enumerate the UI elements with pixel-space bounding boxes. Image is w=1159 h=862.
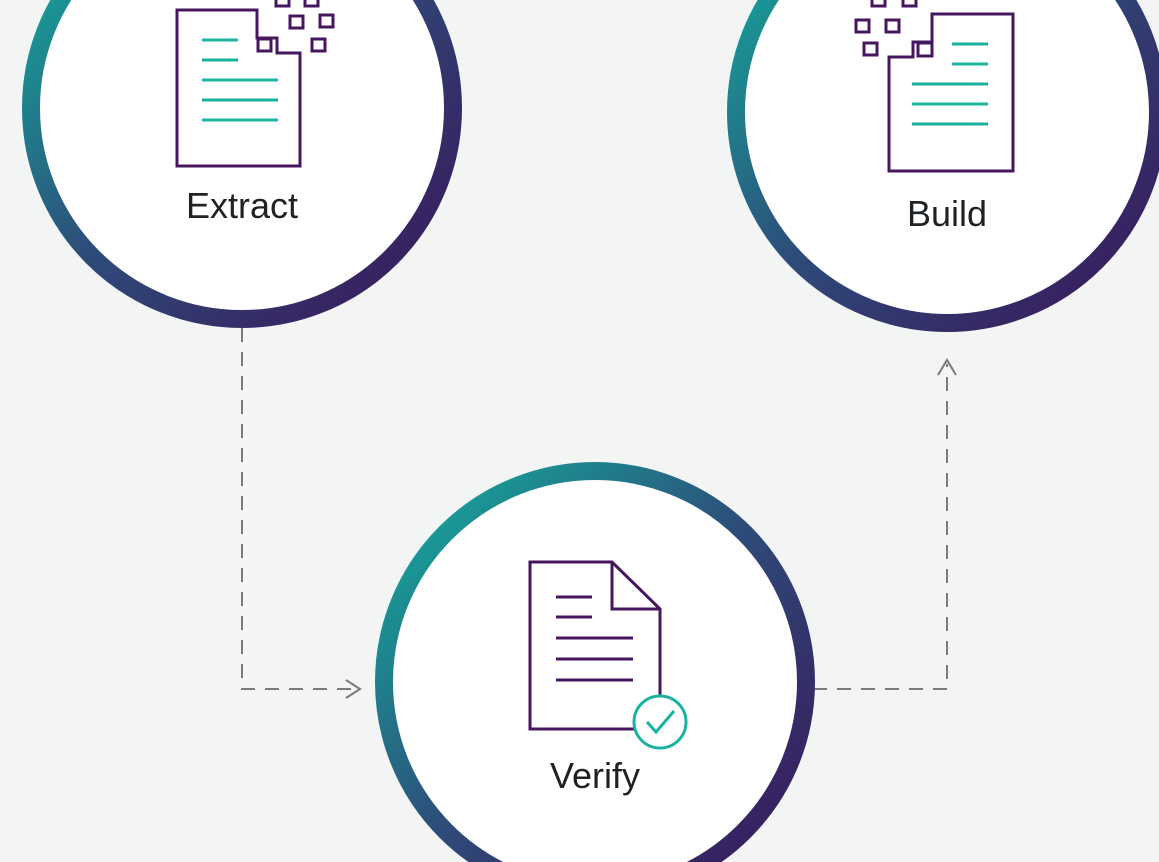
step-label-build: Build <box>907 193 987 234</box>
arrowhead-right-icon <box>345 679 362 699</box>
extract-node: Extract <box>22 0 462 328</box>
step-label-extract: Extract <box>186 185 298 226</box>
document-pixelated-icon <box>175 0 335 168</box>
connector-extract-to-verify <box>241 328 358 690</box>
document-pixelated-icon <box>854 0 1015 173</box>
checkmark-badge-icon <box>632 694 688 750</box>
verify-node: Verify <box>375 462 815 862</box>
arrowhead-up-icon <box>937 358 957 376</box>
connector-verify-to-build <box>813 364 948 690</box>
document-check-icon <box>528 560 688 750</box>
build-node: Build <box>727 0 1159 332</box>
step-label-verify: Verify <box>550 755 640 796</box>
